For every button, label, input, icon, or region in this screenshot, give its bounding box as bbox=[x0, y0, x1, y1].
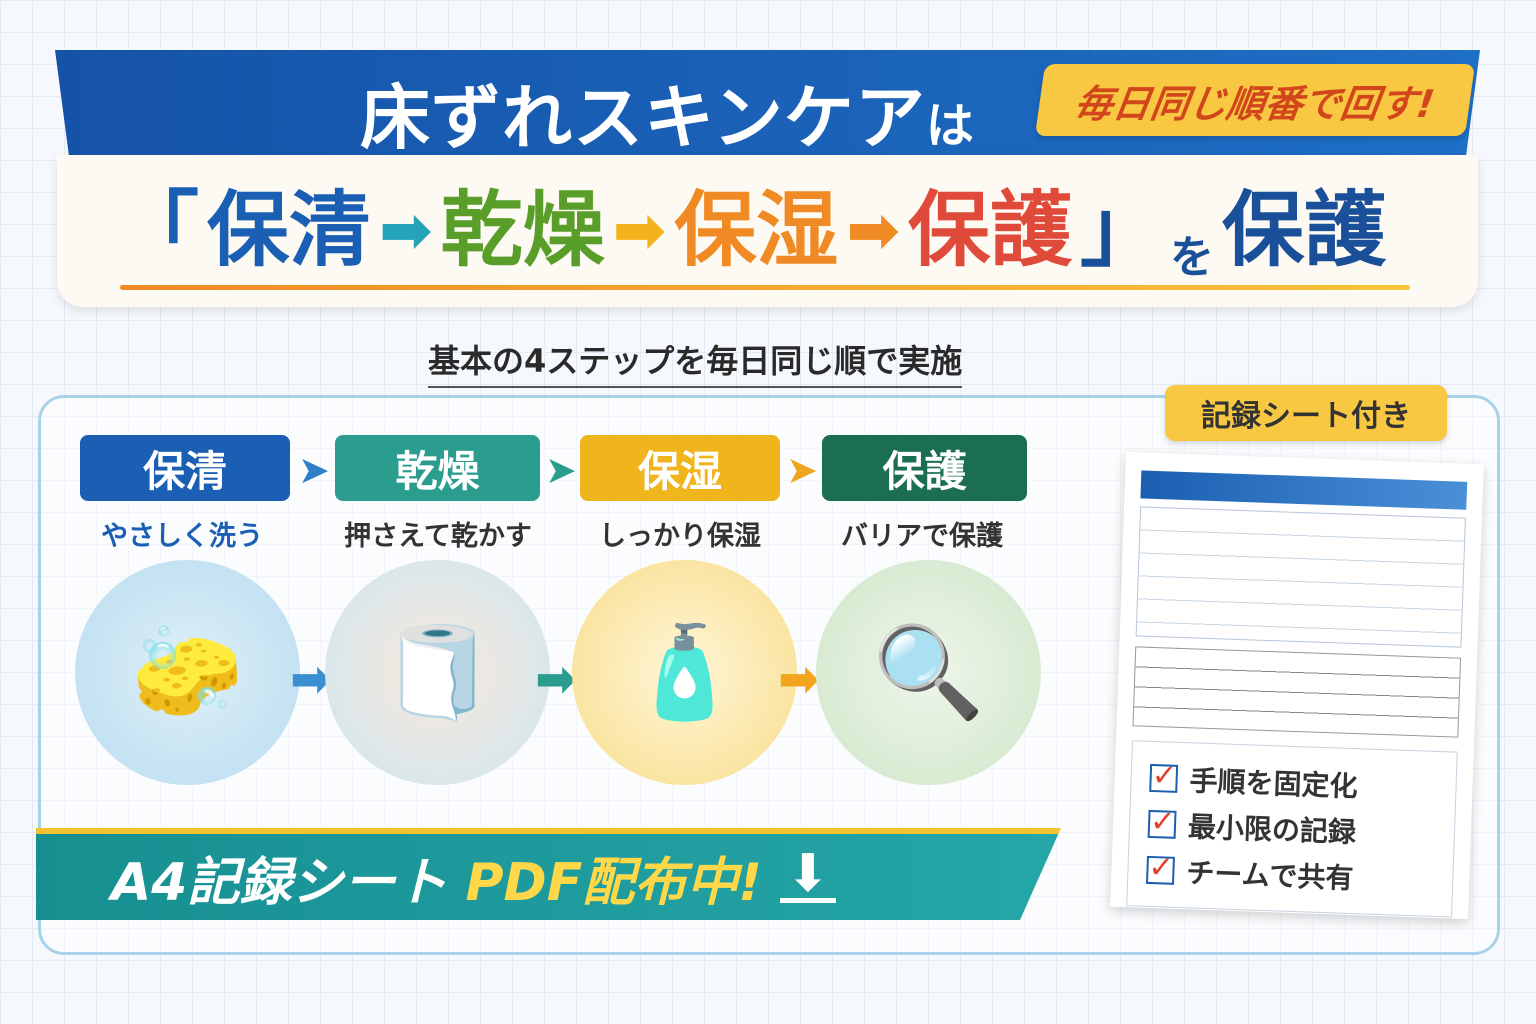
arrow-icon: ➡ bbox=[846, 194, 900, 268]
record-sheet-preview: ✓手順を固定化 ✓最小限の記録 ✓チームで共有 bbox=[1110, 451, 1484, 920]
pdf-download-banner[interactable]: A4記録シート PDF配布中! ⬇ bbox=[36, 828, 1061, 920]
moisturizer-icon: 🧴 bbox=[572, 560, 797, 785]
step-desc-hoshitsu: しっかり保湿 bbox=[599, 521, 761, 552]
step-desc-kansou: 押さえて乾かす bbox=[344, 521, 532, 552]
checklist-label: チームで共有 bbox=[1185, 856, 1355, 896]
towel-drying-icon: 🧻 bbox=[325, 560, 550, 785]
checkbox-checked-icon: ✓ bbox=[1147, 803, 1177, 840]
flow-open-bracket: 「 bbox=[117, 183, 200, 278]
flow-underline bbox=[120, 285, 1410, 290]
download-prefix: A4記録シート bbox=[111, 852, 448, 913]
checklist-item: ✓ 最小限の記録 bbox=[1147, 804, 1436, 854]
subtitle: 基本の4ステップを毎日同じ順で実施 bbox=[428, 336, 963, 388]
checkbox-checked-icon: ✓ bbox=[1149, 757, 1179, 794]
arrow-icon: ➡ bbox=[379, 194, 433, 268]
checklist-label: 最小限の記録 bbox=[1187, 810, 1357, 850]
sheet-header bbox=[1140, 470, 1468, 510]
chevron-right-icon: ➤ bbox=[298, 448, 330, 492]
arrow-right-icon: ➡ bbox=[535, 650, 577, 708]
checkbox-checked-icon: ✓ bbox=[1145, 849, 1175, 886]
step-desc-hogo: バリアで保護 bbox=[841, 521, 1003, 552]
step-pill-kansou: 乾燥 bbox=[335, 435, 540, 501]
arrow-right-icon: ➡ bbox=[290, 650, 332, 708]
flow-particle: を bbox=[1169, 232, 1214, 283]
sheet-tag: 記録シート付き bbox=[1165, 385, 1447, 441]
step-desc-hosei: やさしく洗う bbox=[101, 521, 263, 552]
flow-step-hosei: 保清 bbox=[207, 183, 372, 278]
nurse-washing-icon: 🧽 bbox=[75, 560, 300, 785]
step-pill-hogo: 保護 bbox=[822, 435, 1027, 501]
flow-end: 保護 bbox=[1221, 183, 1386, 278]
checklist-label: 手順を固定化 bbox=[1189, 764, 1359, 804]
flow-banner: 「 保清 ➡ 乾燥 ➡ 保湿 ➡ 保護 」 を 保護 bbox=[57, 155, 1478, 307]
flow-close-bracket: 」 bbox=[1079, 183, 1162, 278]
step-pill-hosei: 保清 bbox=[80, 435, 290, 501]
sheet-notes bbox=[1132, 646, 1462, 738]
chevron-right-icon: ➤ bbox=[786, 448, 818, 492]
sheet-table bbox=[1135, 506, 1466, 648]
checklist: ✓手順を固定化 ✓最小限の記録 ✓チームで共有 bbox=[1126, 740, 1458, 918]
download-highlight: PDF配布中! bbox=[465, 852, 762, 913]
flow-step-hogo: 保護 bbox=[907, 183, 1072, 278]
daily-tag: 毎日同じ順番で回す! bbox=[1034, 64, 1476, 136]
flow-step-kansou: 乾燥 bbox=[440, 183, 605, 278]
download-icon[interactable]: ⬇ bbox=[779, 848, 836, 903]
magnifier-dressing-icon: 🔍 bbox=[816, 560, 1041, 785]
arrow-icon: ➡ bbox=[612, 194, 667, 268]
checklist-item: ✓ チームで共有 bbox=[1145, 849, 1435, 900]
checklist-item: ✓ 手順を固定化 bbox=[1149, 758, 1438, 808]
main-title: 床ずれスキンケアは bbox=[360, 77, 975, 159]
chevron-right-icon: ➤ bbox=[545, 448, 577, 492]
arrow-right-icon: ➡ bbox=[778, 650, 820, 708]
flow-step-hoshitsu: 保湿 bbox=[674, 183, 839, 278]
step-pill-hoshitsu: 保湿 bbox=[580, 435, 780, 501]
